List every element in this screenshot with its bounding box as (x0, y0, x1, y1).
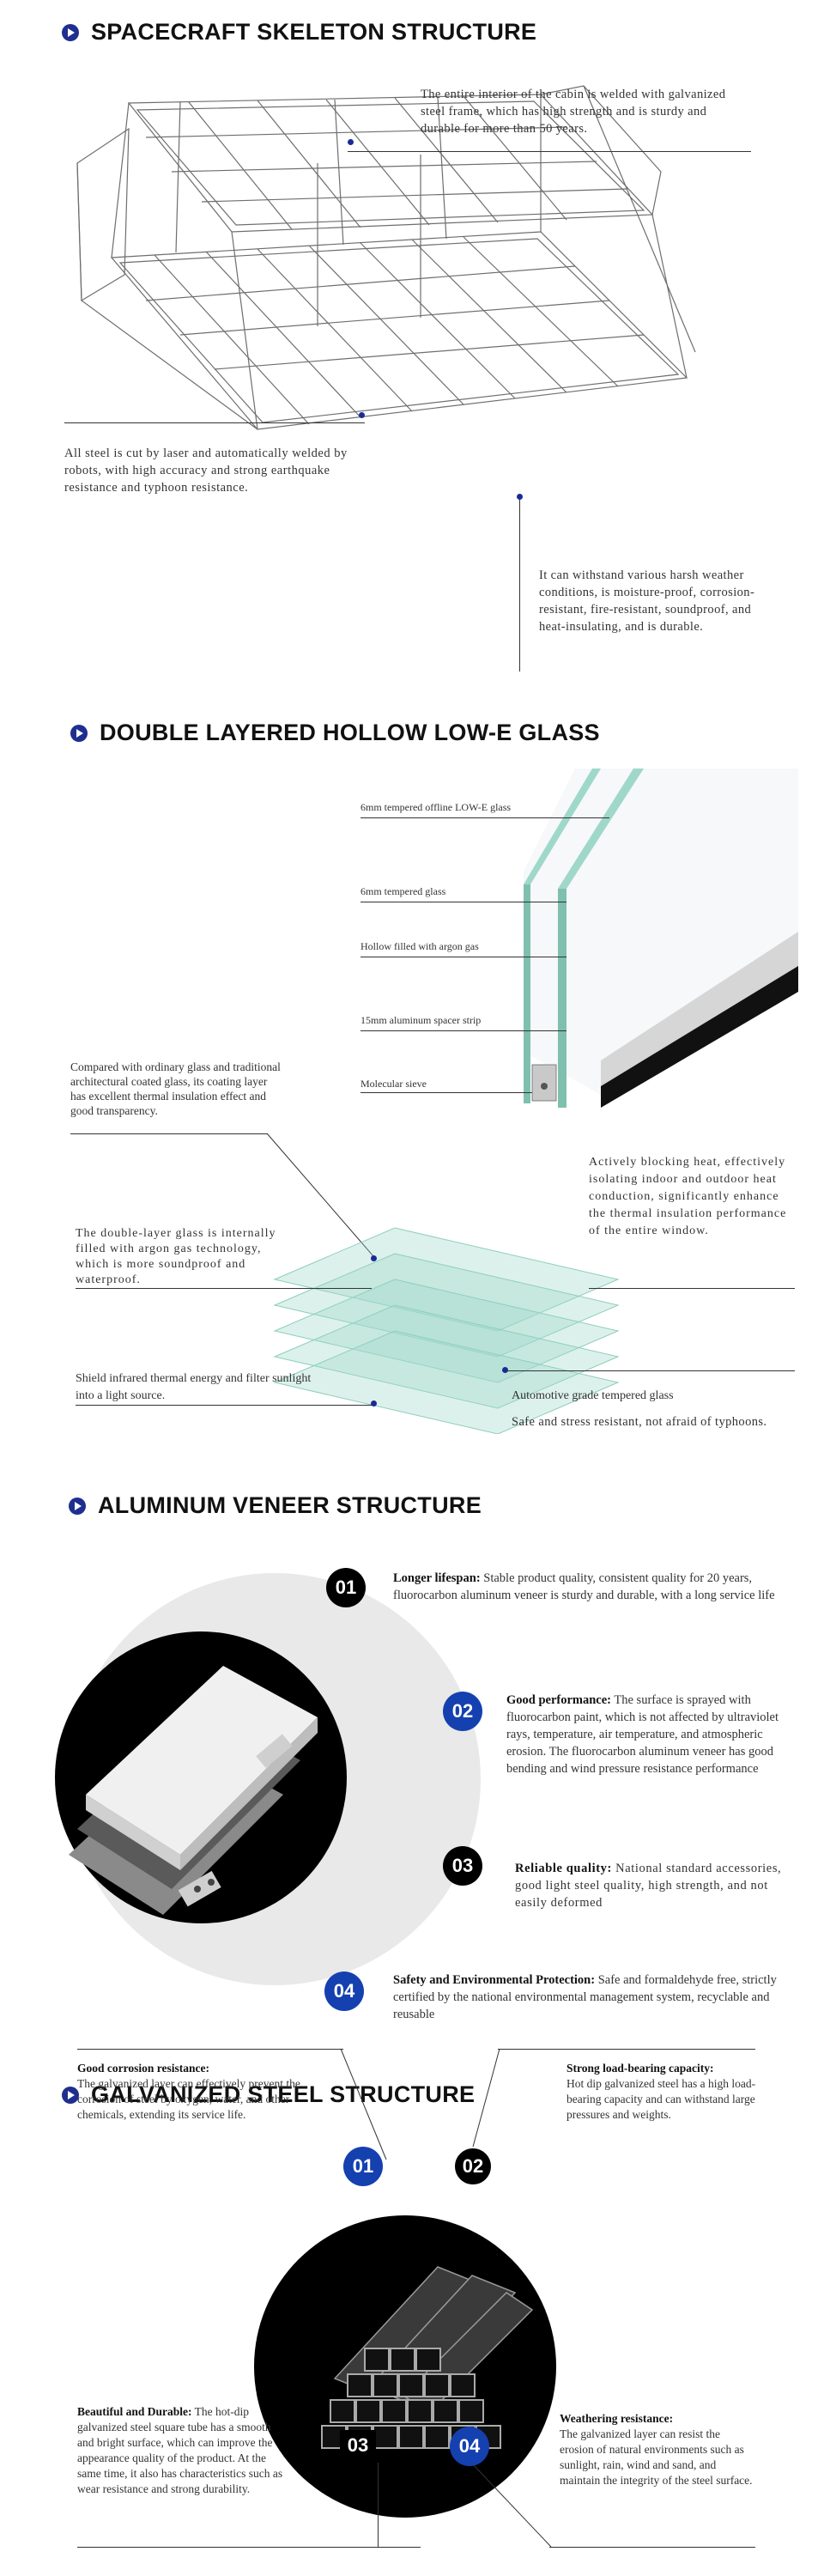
aluminum-item-lifespan: Longer lifespan: Stable product quality,… (393, 1571, 775, 1602)
glass-note-block: Actively blocking heat, effectively isol… (589, 1156, 787, 1237)
section-title-glass: DOUBLE LAYERED HOLLOW LOW-E GLASS (70, 720, 600, 746)
glass-note-shield: Shield infrared thermal energy and filte… (76, 1372, 312, 1402)
callout-line (70, 1133, 268, 1134)
glass-cross-section-drawing (524, 769, 798, 1108)
aluminum-item-safety: Safety and Environmental Protection: Saf… (393, 1973, 777, 2021)
play-bullet-icon (62, 2086, 79, 2104)
section-title-aluminum: ALUMINUM VENEER STRUCTURE (69, 1492, 482, 1519)
play-bullet-icon (70, 724, 88, 742)
callout-line (378, 2463, 379, 2547)
glass-label-argon: Hollow filled with argon gas (360, 940, 479, 952)
badge-03: 03 (340, 2430, 376, 2461)
badge-03: 03 (443, 1846, 482, 1886)
callout-line (549, 2547, 755, 2548)
glass-note-double: The double-layer glass is internally fil… (76, 1227, 276, 1286)
badge-01: 01 (343, 2147, 383, 2186)
callout-line (360, 1030, 566, 1031)
aluminum-item-quality: Reliable quality: National standard acce… (515, 1862, 782, 1910)
callout-dot (359, 412, 365, 418)
glass-label-tempered: 6mm tempered glass (360, 885, 446, 897)
galvanized-item-corrosion: Good corrosion resistance: The galvanize… (77, 2062, 300, 2121)
callout-diagonal (469, 2048, 500, 2160)
play-bullet-icon (69, 1497, 86, 1515)
glass-layers-drawing (273, 1227, 620, 1434)
galvanized-item-weathering: Weathering resistance: The galvanized la… (560, 2412, 753, 2487)
badge-02: 02 (453, 2147, 493, 2186)
callout-line (64, 422, 365, 423)
callout-line (360, 1092, 532, 1093)
callout-line (76, 1288, 372, 1289)
callout-line (360, 817, 609, 818)
callout-diagonal (340, 2048, 387, 2160)
skeleton-note-weather: It can withstand various harsh weather c… (539, 568, 755, 634)
callout-line (519, 500, 520, 671)
callout-dot (348, 139, 354, 145)
callout-line (77, 2049, 343, 2050)
badge-04: 04 (450, 2427, 489, 2466)
callout-line (498, 2049, 755, 2050)
callout-dot (371, 1255, 377, 1261)
callout-line (506, 1370, 795, 1371)
callout-dot (517, 494, 523, 500)
play-bullet-icon (62, 23, 79, 41)
aluminum-item-performance: Good performance: The surface is sprayed… (506, 1693, 779, 1776)
glass-label-spacer: 15mm aluminum spacer strip (360, 1014, 482, 1026)
aluminum-panels-drawing (69, 1666, 318, 1915)
badge-01: 01 (326, 1568, 366, 1607)
callout-diagonal (471, 2463, 552, 2548)
steel-tubes-drawing (321, 2266, 534, 2449)
callout-line (589, 1288, 795, 1289)
galvanized-item-load: Strong load-bearing capacity: Hot dip ga… (566, 2062, 756, 2121)
glass-label-lowe: 6mm tempered offline LOW-E glass (360, 801, 512, 813)
section-title-galvanized: GALVANIZED STEEL STRUCTURE (62, 2081, 475, 2108)
callout-dot (502, 1367, 508, 1373)
glass-note-compare: Compared with ordinary glass and traditi… (70, 1060, 281, 1117)
badge-02: 02 (443, 1692, 482, 1731)
callout-line (77, 2547, 421, 2548)
skeleton-frame-drawing (76, 85, 696, 430)
section-title-skeleton: SPACECRAFT SKELETON STRUCTURE (62, 19, 536, 46)
callout-diagonal (266, 1133, 374, 1257)
glass-label-sieve: Molecular sieve (360, 1078, 427, 1090)
callout-dot (371, 1400, 377, 1406)
badge-04: 04 (324, 1971, 364, 2011)
skeleton-note-welded: The entire interior of the cabin is weld… (421, 88, 726, 136)
galvanized-item-beautiful: Beautiful and Durable: The hot-dip galva… (77, 2405, 283, 2495)
callout-line (76, 1405, 372, 1406)
skeleton-note-laser: All steel is cut by laser and automatica… (64, 447, 348, 495)
glass-note-auto-title: Automotive grade tempered glass (512, 1389, 674, 1402)
glass-note-auto-body: Safe and stress resistant, not afraid of… (512, 1415, 767, 1429)
callout-line (348, 151, 751, 152)
